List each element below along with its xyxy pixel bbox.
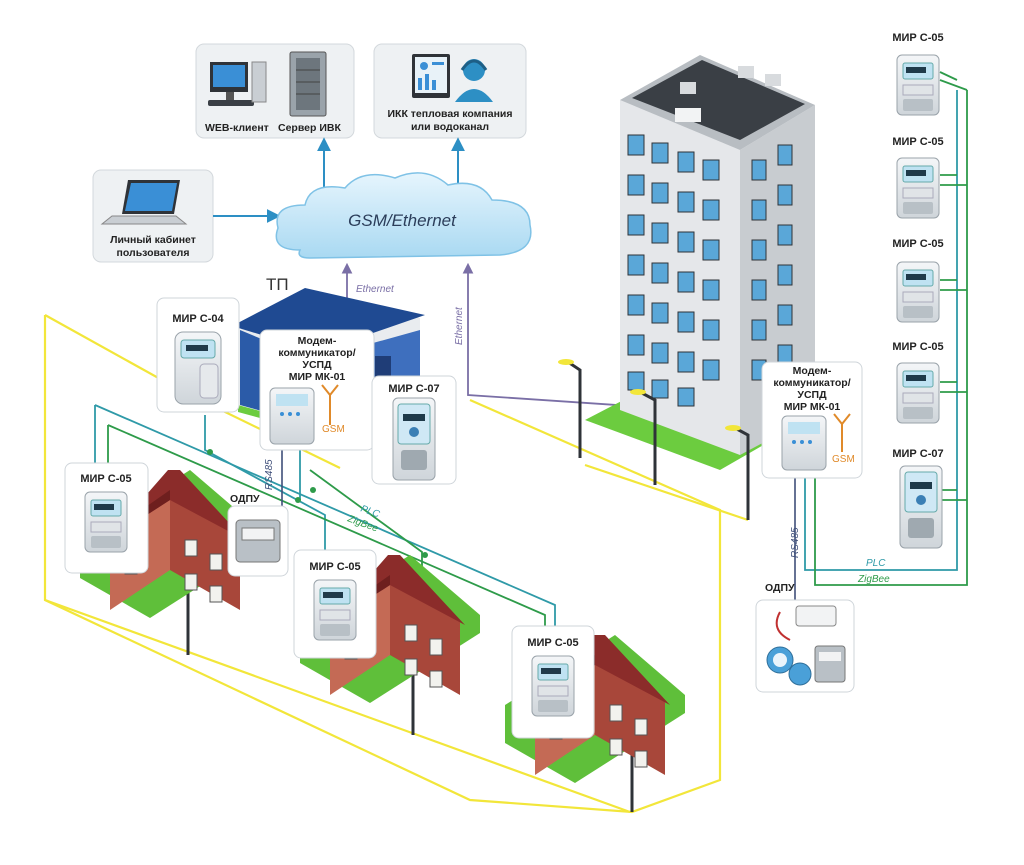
antenna-icon <box>833 413 851 452</box>
antenna-icon <box>321 384 339 425</box>
gsm-label-building: GSM <box>832 454 855 465</box>
ikk-box: ИКК тепловая компания или водоканал <box>373 43 527 139</box>
cabinet-label-line1: Личный кабинет <box>110 234 196 246</box>
odpu-card-left: ОДПУ <box>227 493 289 577</box>
modem-building-line3: УСПД <box>797 389 827 401</box>
odpu-label-left: ОДПУ <box>230 493 260 505</box>
plc-label-right: PLC <box>866 558 886 569</box>
meter-label-col3: МИР С-05 <box>892 238 943 250</box>
meter-c05-icon <box>313 579 357 641</box>
meter-c07-icon <box>392 397 436 481</box>
gsm-ethernet-cloud: GSM/Ethernet <box>275 172 532 259</box>
odpu-card-right: ОДПУ <box>755 582 855 693</box>
modem-tp-line1: Модем- <box>298 335 337 347</box>
tp-label: ТП <box>266 275 289 294</box>
web-client-label: WEB-клиент <box>205 122 269 134</box>
meter-c05-icon <box>896 54 940 116</box>
junctions <box>207 449 428 558</box>
cabinet-box: Личный кабинет пользователя <box>92 169 214 263</box>
gas-meter-icon <box>235 519 281 563</box>
meter-c05-icon <box>896 362 940 424</box>
meter-card-c04: МИР С-04 <box>156 297 240 413</box>
ethernet-label-tp: Ethernet <box>356 284 395 295</box>
water-meter-icon <box>766 646 812 686</box>
heat-meter-icon <box>775 605 837 641</box>
dashboard-monitor-icon <box>412 54 450 98</box>
modem-card-building: Модем- коммуникатор/ УСПД МИР МК-01 GSM <box>761 361 863 479</box>
meter-c04-icon <box>174 331 222 405</box>
meter-label-c05-house3: МИР С-05 <box>527 637 578 649</box>
server-label: Сервер ИВК <box>278 122 341 134</box>
meter-label-col5: МИР С-07 <box>892 448 943 460</box>
meter-label-c05-house1: МИР С-05 <box>80 473 131 485</box>
modem-building-line4: МИР МК-01 <box>784 401 841 413</box>
operator-headset-icon <box>455 59 493 102</box>
meter-label-col4: МИР С-05 <box>892 341 943 353</box>
meter-label-c07-tp: МИР С-07 <box>388 383 439 395</box>
gsm-label-tp: GSM <box>322 424 345 435</box>
ikk-label-line1: ИКК тепловая компания <box>387 108 512 120</box>
laptop-icon <box>100 180 188 225</box>
meter-label-c05-house2: МИР С-05 <box>309 561 360 573</box>
meter-c05-icon <box>84 491 128 553</box>
ethernet-label-building: Ethernet <box>454 306 465 345</box>
zigbee-label-right: ZigBee <box>857 574 890 585</box>
modem-tp-line3: УСПД <box>302 359 332 371</box>
meter-card-c05-house2: МИР С-05 <box>293 549 377 659</box>
meter-c05-icon <box>896 157 940 219</box>
desktop-computer-icon <box>208 61 267 106</box>
rs485-label-tp: RS485 <box>264 459 275 490</box>
rs485-label-building: RS485 <box>790 527 801 558</box>
web-server-box: WEB-клиент Сервер ИВК <box>195 43 355 139</box>
cloud-label: GSM/Ethernet <box>348 211 457 230</box>
meter-c05-icon <box>531 655 575 717</box>
modem-building-line2: коммуникатор/ <box>773 377 850 389</box>
modem-device-icon <box>781 415 827 471</box>
meter-label-col2: МИР С-05 <box>892 136 943 148</box>
apartment-tower <box>585 55 850 470</box>
modem-device-icon <box>269 387 315 445</box>
modem-building-line1: Модем- <box>793 365 832 377</box>
modem-tp-line4: МИР МК-01 <box>289 371 346 383</box>
meter-column-right: МИР С-05 МИР С-05 МИР С-05 МИР С-05 МИР … <box>892 32 944 549</box>
meter-card-c07-tp: МИР С-07 <box>371 375 457 485</box>
meter-c05-icon <box>896 261 940 323</box>
meter-label-col1: МИР С-05 <box>892 32 943 44</box>
modem-card-tp: Модем- коммуникатор/ УСПД МИР МК-01 GSM <box>259 329 375 451</box>
server-rack-icon <box>289 51 327 117</box>
gas-meter-icon <box>814 645 846 683</box>
meter-card-c05-house3: МИР С-05 <box>511 625 595 739</box>
cabinet-label-line2: пользователя <box>117 247 190 259</box>
meter-card-c05-house1: МИР С-05 <box>64 462 149 574</box>
meter-c07-icon <box>899 465 943 549</box>
meter-label-c04: МИР С-04 <box>172 313 224 325</box>
odpu-label-right: ОДПУ <box>765 582 795 594</box>
modem-tp-line2: коммуникатор/ <box>278 347 355 359</box>
ikk-label-line2: или водоканал <box>411 121 489 133</box>
